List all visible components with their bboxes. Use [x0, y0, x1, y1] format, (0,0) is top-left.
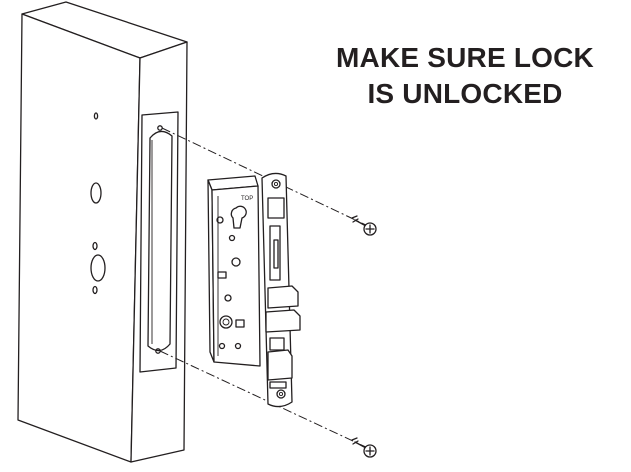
screw-top-phillips-icon — [365, 224, 375, 234]
case-slot-2 — [235, 319, 245, 328]
faceplate-screw-hole-bottom-inner — [278, 391, 284, 397]
instruction-caption: MAKE SURE LOCK IS UNLOCKED — [300, 40, 630, 112]
case-screw-1 — [216, 216, 224, 224]
lock-case-face — [211, 185, 261, 367]
hub-inner — [222, 318, 230, 326]
screw-bottom-shank — [354, 441, 367, 449]
deadbolt-upper — [267, 285, 299, 309]
auxiliary-latch-top — [269, 337, 285, 351]
faceplate-screw-hole-top-inner — [273, 181, 279, 187]
alignment-line-bottom — [159, 350, 369, 449]
mortise-cavity — [147, 130, 173, 352]
spindle-hole — [90, 254, 106, 282]
faceplate-screw-hole-top — [271, 179, 281, 189]
case-screw-3 — [234, 342, 242, 350]
screw-top-threads — [351, 215, 359, 223]
faceplate-screws — [351, 215, 377, 458]
door-slab — [17, 1, 188, 463]
cylinder-cam-hole — [230, 205, 247, 229]
instruction-line-1: MAKE SURE LOCK — [336, 42, 594, 73]
screw-bottom-threads — [351, 437, 359, 445]
door-front-face — [17, 13, 141, 463]
case-rivet-3 — [224, 294, 232, 302]
trim-screw-hole-top — [93, 112, 99, 120]
latchbolt-slot — [269, 225, 281, 281]
door-face-holes — [90, 112, 106, 295]
alignment-lines — [159, 127, 369, 449]
case-screw-2 — [218, 342, 226, 350]
trim-hole-upper — [92, 241, 98, 251]
lock-faceplate — [261, 172, 301, 408]
faceplate-recess — [139, 111, 179, 373]
latch-guard-top — [267, 197, 285, 219]
faceplate-screw-hole-bottom — [276, 389, 286, 399]
deadbolt-lower — [265, 309, 301, 333]
latchbolt — [273, 239, 279, 269]
case-slot-1 — [217, 271, 227, 279]
case-rivet-1 — [228, 234, 236, 242]
screw-bottom-phillips-icon — [365, 446, 375, 456]
trim-hole-lower — [92, 285, 98, 295]
screw-top-shank — [354, 219, 367, 227]
hub-hole — [219, 315, 233, 329]
instruction-line-2: IS UNLOCKED — [367, 78, 563, 109]
cylinder-hole — [90, 182, 102, 204]
case-rivet-2 — [231, 257, 241, 267]
latch-guard-bottom — [269, 381, 287, 389]
mortise-lock-body: TOP — [207, 175, 261, 367]
auxiliary-latch — [267, 349, 293, 381]
screw-bottom — [351, 437, 377, 458]
door-edge-face — [130, 41, 188, 463]
screw-top — [351, 215, 377, 236]
lock-case-label: TOP — [241, 196, 253, 202]
